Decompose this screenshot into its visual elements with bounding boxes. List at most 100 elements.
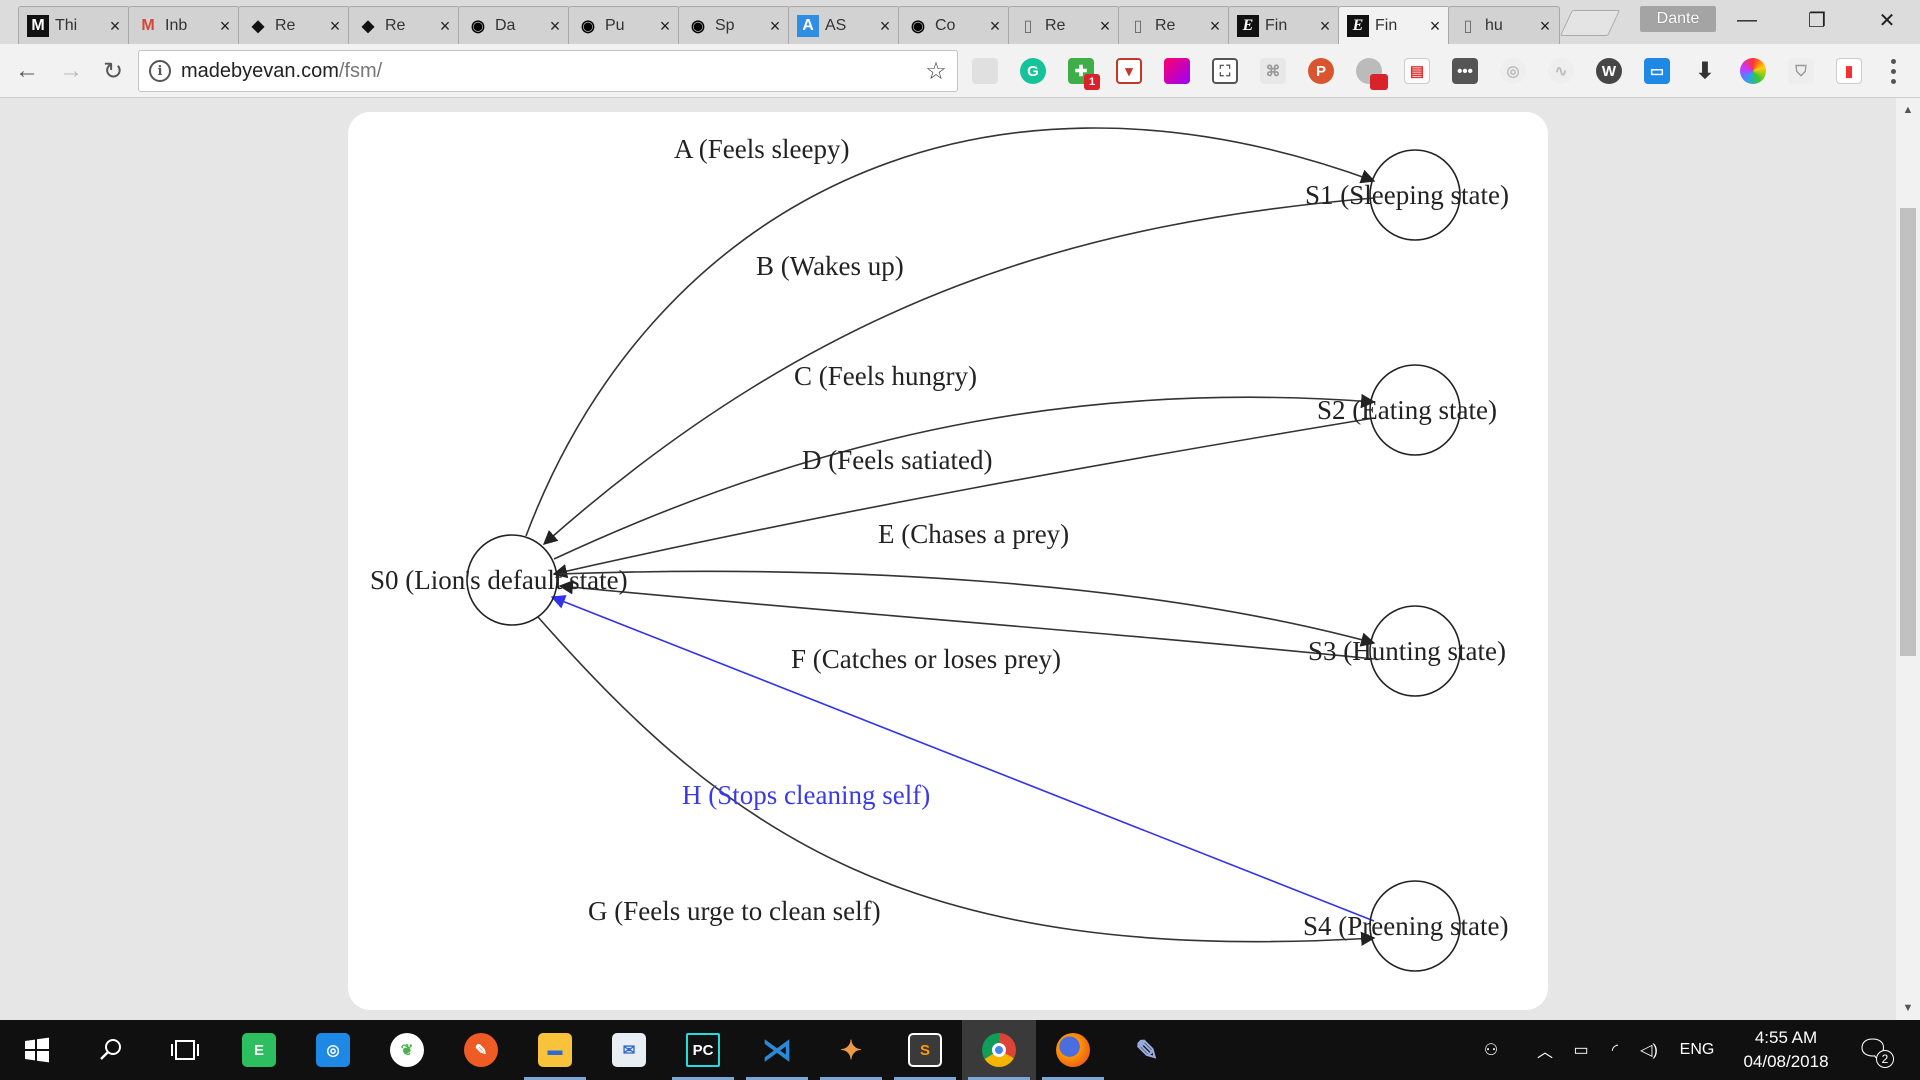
wifi-icon[interactable]: ◜ [1611,1042,1619,1059]
edge-g[interactable] [537,616,1376,946]
close-icon[interactable]: × [659,15,671,36]
close-icon[interactable]: × [219,15,231,36]
edge-f[interactable] [558,580,1375,660]
pycharm-icon[interactable]: PC [666,1020,740,1080]
chevron-up-icon[interactable]: ︿ [1536,1044,1553,1061]
evernote-icon[interactable]: E [222,1020,296,1080]
tab-2[interactable]: M Inb × [128,6,240,44]
clip-extension-icon[interactable]: ▮ [1836,58,1862,84]
octocat-extension-icon[interactable] [1356,58,1388,90]
close-icon[interactable]: × [879,15,891,36]
extension-icon[interactable] [972,58,998,84]
close-icon[interactable]: × [989,15,1001,36]
node-s4[interactable] [1369,880,1461,972]
close-icon[interactable]: × [439,15,451,36]
bookmark-star-icon[interactable]: ☆ [925,57,947,85]
minimize-icon[interactable]: — [1737,8,1757,31]
scroll-up-icon[interactable]: ▲ [1902,104,1914,116]
node-s0[interactable] [466,534,558,626]
close-icon[interactable]: × [549,15,561,36]
fsm-diagram[interactable]: S0 (Lion's default state) S1 (Sleeping s… [348,112,1548,1010]
edge-e[interactable] [557,570,1376,647]
window-extension-icon[interactable]: ▭ [1644,58,1670,84]
tab-11[interactable]: ▯ Re × [1118,6,1230,44]
tab-9[interactable]: ◉ Co × [898,6,1010,44]
close-icon[interactable]: × [1429,15,1441,36]
tab-3[interactable]: ◆ Re × [238,6,350,44]
shield-icon[interactable]: ⛉ [1788,58,1814,84]
edge-d[interactable] [552,417,1375,579]
tab-5[interactable]: ◉ Da × [458,6,570,44]
close-icon[interactable]: × [1539,15,1551,36]
gradient-extension-icon[interactable] [1164,58,1190,84]
profile-button[interactable]: Dante [1640,6,1716,32]
search-icon[interactable] [74,1020,148,1080]
edge-b[interactable] [542,197,1375,545]
task-view-icon[interactable] [148,1020,222,1080]
file-explorer-icon[interactable]: ▬ [518,1020,592,1080]
gitkraken-icon[interactable]: ✦ [814,1020,888,1080]
close-icon[interactable]: × [329,15,341,36]
tab-7[interactable]: ◉ Sp × [678,6,790,44]
postman-icon[interactable]: ✎ [444,1020,518,1080]
restore-icon[interactable]: ❐ [1808,9,1826,32]
address-bar[interactable]: i madebyevan.com/fsm/ ☆ [138,50,958,92]
chrome-icon[interactable] [962,1020,1036,1080]
extension-badge-icon[interactable]: ✚1 [1068,58,1100,90]
edge-c[interactable] [553,393,1376,560]
flow-extension-icon[interactable]: ∿ [1548,58,1574,84]
page-scrollbar[interactable]: ▲ ▼ [1896,98,1920,1020]
grammarly-icon[interactable]: G [1020,58,1046,84]
edge-h-selected[interactable] [550,595,1375,922]
fsm-canvas[interactable]: S0 (Lion's default state) S1 (Sleeping s… [348,112,1548,1010]
back-icon[interactable]: ← [15,57,39,84]
wordpress-icon[interactable]: W [1596,58,1622,84]
tab-6[interactable]: ◉ Pu × [568,6,680,44]
reload-icon[interactable]: ↻ [102,57,124,85]
battery-icon[interactable]: ▭ [1573,1042,1589,1059]
tab-8[interactable]: A AS × [788,6,900,44]
circle-extension-icon[interactable]: ◎ [1500,58,1526,84]
download-icon[interactable]: ⬇ [1695,58,1715,83]
new-tab-button[interactable] [1559,10,1621,36]
info-icon[interactable]: i [149,60,171,82]
color-picker-icon[interactable] [1740,58,1766,84]
grid-extension-icon[interactable]: ⌘ [1260,58,1286,84]
node-s2[interactable] [1369,364,1461,456]
close-icon[interactable]: × [1319,15,1331,36]
language-indicator[interactable]: ENG [1679,1041,1715,1058]
tab-12[interactable]: E Fin × [1228,6,1340,44]
close-icon[interactable]: × [769,15,781,36]
menu-kebab-icon[interactable] [1886,56,1900,86]
node-s1[interactable] [1369,149,1461,241]
tab-10[interactable]: ▯ Re × [1008,6,1120,44]
calendar-extension-icon[interactable]: ▤ [1404,58,1430,84]
screenshot-icon[interactable]: ⛶ [1212,58,1238,84]
tab-14[interactable]: ▯ hu × [1448,6,1560,44]
forward-icon[interactable]: → [59,57,83,84]
close-icon[interactable]: × [1099,15,1111,36]
notepad-icon[interactable]: ✉ [592,1020,666,1080]
clock[interactable]: 4:55 AM 04/08/2018 [1728,1026,1844,1074]
tab-1[interactable]: M Thi × [18,6,130,44]
pocket-icon[interactable]: ▾ [1116,58,1142,84]
close-icon[interactable]: × [109,15,121,36]
scroll-down-icon[interactable]: ▼ [1902,1002,1914,1014]
action-center-icon[interactable]: 🗨2 [1856,1032,1894,1068]
mongodb-icon[interactable]: ❦ [370,1020,444,1080]
tab-4[interactable]: ◆ Re × [348,6,460,44]
sublime-icon[interactable]: S [888,1020,962,1080]
vscode-icon[interactable]: ⋊ [740,1020,814,1080]
scroll-thumb[interactable] [1900,208,1916,656]
instagram-icon[interactable]: ◎ [296,1020,370,1080]
people-icon[interactable]: ⚇ [1483,1042,1499,1059]
windows-start-icon[interactable] [0,1020,74,1080]
node-s3[interactable] [1369,605,1461,697]
url-text[interactable]: madebyevan.com/fsm/ [181,60,921,83]
volume-icon[interactable]: ◁) [1640,1042,1658,1059]
close-window-icon[interactable]: ✕ [1878,9,1896,32]
paint-icon[interactable]: ✎ [1135,1034,1159,1066]
producthunt-icon[interactable]: P [1308,58,1334,84]
edge-a[interactable] [525,127,1376,537]
close-icon[interactable]: × [1209,15,1221,36]
